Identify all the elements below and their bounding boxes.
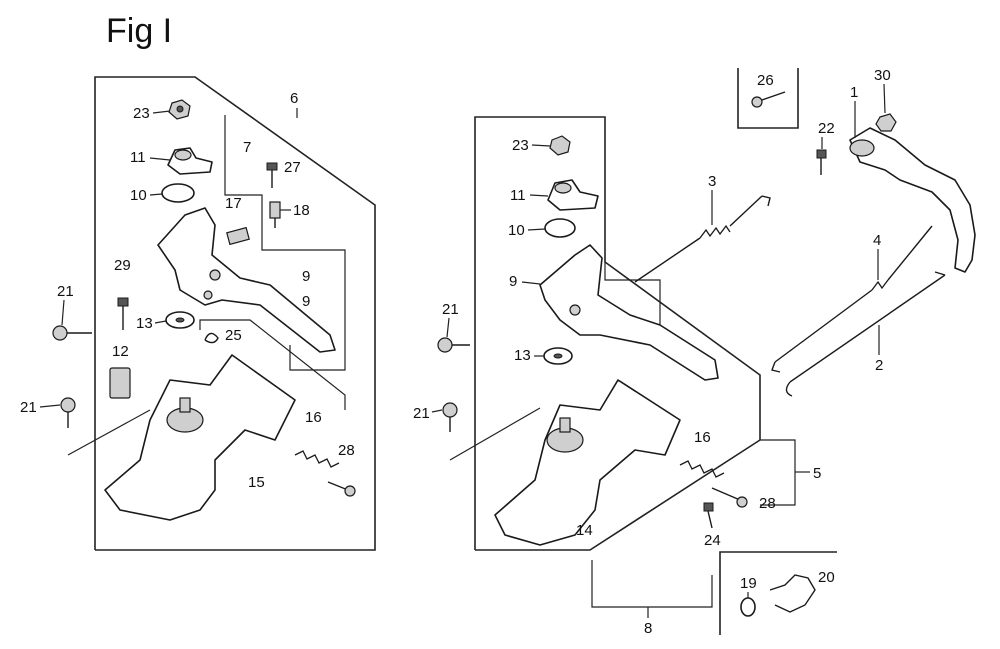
callout-22: 22: [818, 120, 835, 137]
throttle-lever-9-left: [157, 207, 336, 353]
bolt-28-left: [327, 481, 356, 497]
callout-26: 26: [757, 72, 774, 89]
callout-9-right: 9: [509, 273, 517, 290]
part-12: [109, 367, 131, 399]
nut-23-left: [168, 99, 191, 120]
throttle-lever-9-right: [539, 244, 719, 381]
bolt-24: [703, 502, 714, 529]
callout-12: 12: [112, 343, 129, 360]
nut-23-right: [549, 135, 571, 156]
callout-21-right-upper: 21: [442, 301, 459, 318]
callout-28-right: 28: [759, 495, 776, 512]
callout-20: 20: [818, 569, 835, 586]
callout-21-left-upper: 21: [57, 283, 74, 300]
callout-13-right: 13: [514, 347, 531, 364]
callout-10-right: 10: [508, 222, 525, 239]
callout-29: 29: [114, 257, 131, 274]
kit-8-bracket: [591, 560, 713, 608]
washer-10-left: [161, 183, 195, 203]
callout-28-left: 28: [338, 442, 355, 459]
clip-25: [204, 332, 219, 344]
callout-9-left-lower: 9: [302, 293, 310, 310]
callout-19: 19: [740, 575, 757, 592]
callout-24: 24: [704, 532, 721, 549]
callout-16-right: 16: [694, 429, 711, 446]
callout-21-left-lower: 21: [20, 399, 37, 416]
callout-11-left: 11: [130, 149, 146, 166]
part-26-box: [737, 68, 799, 129]
governor-bracket-15: [104, 354, 296, 521]
callout-6: 6: [290, 90, 298, 107]
bolt-28-right: [711, 487, 748, 508]
bolt-21-right-lower: [442, 402, 458, 432]
bolt-22: [816, 149, 827, 175]
spring-rod-4: [771, 225, 933, 373]
callout-14: 14: [576, 522, 593, 539]
callout-16-left: 16: [305, 409, 322, 426]
part-19-20-box: [719, 551, 837, 635]
callout-10-left: 10: [130, 187, 147, 204]
callout-labels: 6 23 7 11 27 10 17 18 9 9 29 21 13 25 12…: [20, 67, 891, 637]
callout-9-left-upper: 9: [302, 268, 310, 285]
callout-30: 30: [874, 67, 891, 84]
bolt-21-right-upper: [437, 337, 470, 353]
spring-16-left: [294, 450, 340, 468]
spring-16-right: [679, 460, 725, 478]
callout-23-left: 23: [133, 105, 150, 122]
bolt-21-left-upper: [52, 325, 92, 341]
callout-23-right: 23: [512, 137, 529, 154]
callout-13-left: 13: [136, 315, 153, 332]
callout-21-right-lower: 21: [413, 405, 430, 422]
part-11-right: [547, 179, 599, 211]
callout-2: 2: [875, 357, 883, 374]
callout-15: 15: [248, 474, 265, 491]
part-11-left: [167, 147, 213, 175]
nut-30: [875, 113, 897, 132]
callout-17: 17: [225, 195, 242, 212]
bolt-26: [751, 91, 786, 108]
callout-27: 27: [284, 159, 301, 176]
washer-10-right: [544, 218, 576, 238]
control-lever-1: [849, 127, 976, 273]
chain-20: [769, 574, 816, 613]
callout-4: 4: [873, 232, 881, 249]
figure-title: Fig I: [106, 12, 172, 50]
callout-7: 7: [243, 139, 251, 156]
clip-19: [740, 597, 756, 617]
callout-8: 8: [644, 620, 652, 637]
left-assembly-frame: [94, 76, 376, 551]
right-assembly-frame: [474, 116, 761, 551]
bolt-18: [269, 201, 281, 228]
bolt-21-left-lower: [60, 397, 76, 428]
bolt-29: [117, 297, 129, 330]
callout-11-right: 11: [510, 187, 526, 204]
bolt-27: [266, 162, 278, 188]
callout-1: 1: [850, 84, 858, 101]
spring-rod-3: [634, 195, 771, 283]
control-rod-2: [785, 271, 946, 397]
part-17: [226, 226, 250, 246]
callout-5: 5: [813, 465, 821, 482]
callout-3: 3: [708, 173, 716, 190]
callout-18: 18: [293, 202, 310, 219]
callout-25: 25: [225, 327, 242, 344]
governor-bracket-14: [494, 379, 681, 546]
